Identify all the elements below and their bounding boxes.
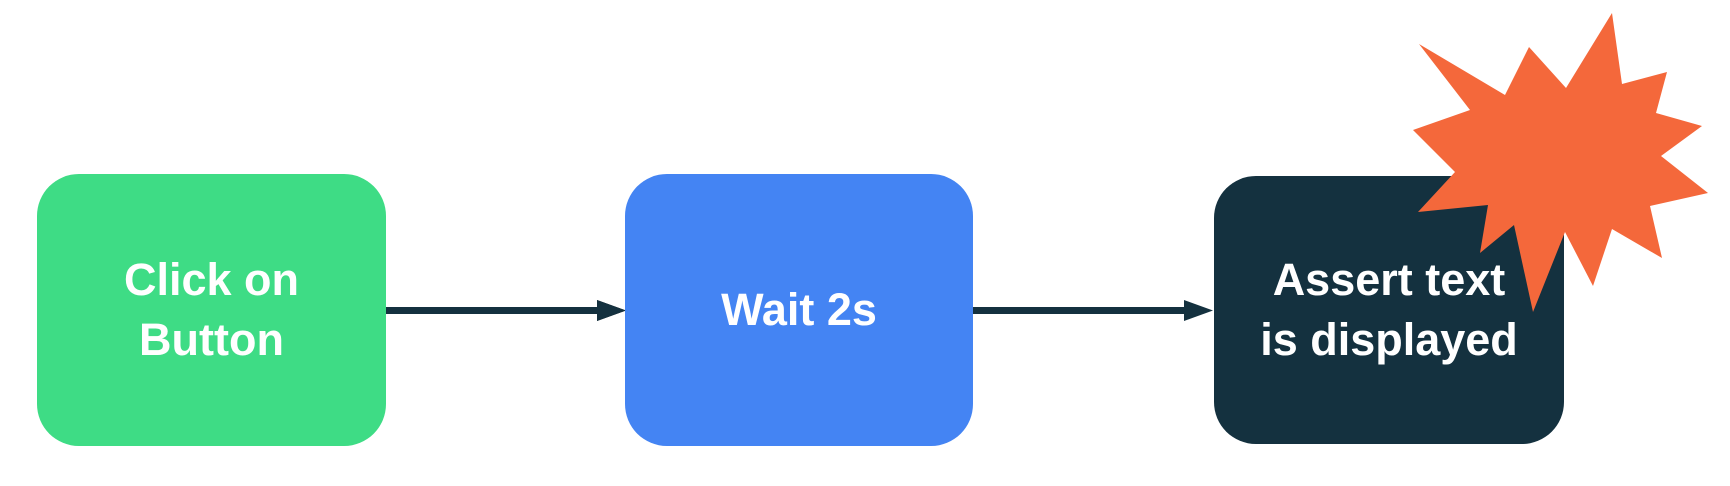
arrow-click-to-wait <box>386 300 626 321</box>
arrow-head-icon <box>597 300 626 321</box>
node-label-line: is displayed <box>1260 314 1518 365</box>
arrow-head-icon <box>1184 300 1213 321</box>
node-click-on-button[interactable]: Click on Button <box>37 174 386 446</box>
arrow-head-icon <box>597 300 626 321</box>
arrow-wait-to-assert <box>973 300 1213 321</box>
node-label-line: Wait 2s <box>721 284 877 335</box>
node-wait-2s[interactable]: Wait 2s <box>625 174 973 446</box>
node-label-line: Assert text <box>1272 254 1506 305</box>
node-assert-text-is-displayed[interactable]: Assert text is displayed <box>1214 176 1564 444</box>
node-label-line: Click on <box>123 254 300 305</box>
node-label-line: Button <box>139 314 284 365</box>
